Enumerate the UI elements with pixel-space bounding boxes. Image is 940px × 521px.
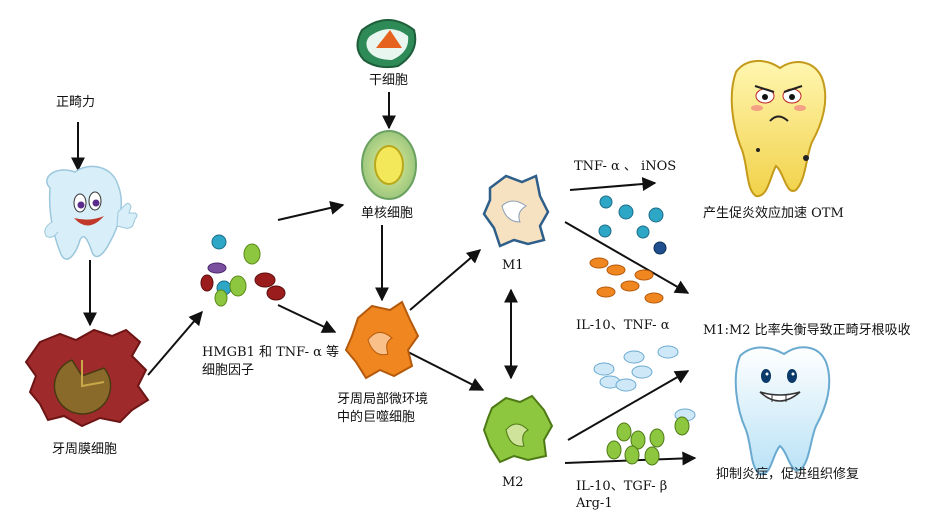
label-hmgb1-tnf-line1: HMGB1 和 TNF- α 等: [202, 345, 340, 360]
m1-macrophage-icon: [482, 174, 550, 248]
label-m1: M1: [502, 258, 524, 273]
arrow-m2-to-imbalance: [567, 370, 690, 441]
label-macrophage-line2: 中的巨噬细胞: [337, 410, 416, 425]
arrow-macrophage-to-m1: [409, 249, 482, 311]
label-orthodontic-force: 正畸力: [56, 95, 96, 110]
label-pdl-cells: 牙周膜细胞: [52, 442, 118, 457]
cartoon-tooth-thumbs-up-icon: [44, 165, 138, 260]
m2-factors: [593, 345, 696, 466]
m2-macrophage-icon: [482, 394, 554, 464]
label-pro-inflammatory: 产生促炎效应加速 OTM: [703, 206, 844, 221]
monocyte-icon: [361, 130, 417, 200]
arrow-cytokines-to-macrophage: [277, 304, 337, 333]
label-macrophage-line1: 牙周局部微环境: [337, 392, 429, 407]
label-il10-tnf: IL-10、TNF- α: [576, 318, 670, 333]
label-anti-inflammatory: 抑制炎症，促进组织修复: [716, 467, 860, 482]
macrophage-icon: [344, 300, 420, 380]
label-stem-cell: 干细胞: [369, 73, 409, 88]
m1-factors: [589, 195, 667, 304]
stem-cell-icon: [356, 19, 417, 69]
pdl-cell-icon: [24, 328, 150, 428]
arrow-pdl-to-cytokines: [147, 310, 203, 376]
label-tnf-inos: TNF- α 、 iNOS: [574, 159, 677, 174]
arrow-macrophage-to-m2: [407, 351, 485, 391]
label-m2: M2: [502, 475, 524, 490]
cytokine-cluster: [200, 234, 286, 307]
healthy-tooth-icon: [734, 346, 831, 476]
label-hmgb1-tnf-line2: 细胞因子: [202, 363, 255, 378]
label-il10-tgf: IL-10、TGF- β: [576, 479, 668, 494]
label-imbalance: M1:M2 比率失衡导致正畸牙根吸收: [703, 323, 911, 338]
arrow-m1-to-imbalance: [564, 221, 690, 294]
label-arg1: Arg-1: [576, 496, 613, 511]
inflamed-tooth-icon: [730, 60, 827, 198]
arrow-m1-to-proinflammatory: [569, 177, 657, 192]
label-monocyte: 单核细胞: [361, 206, 414, 221]
arrow-cytokines-to-monocyte: [277, 201, 345, 221]
